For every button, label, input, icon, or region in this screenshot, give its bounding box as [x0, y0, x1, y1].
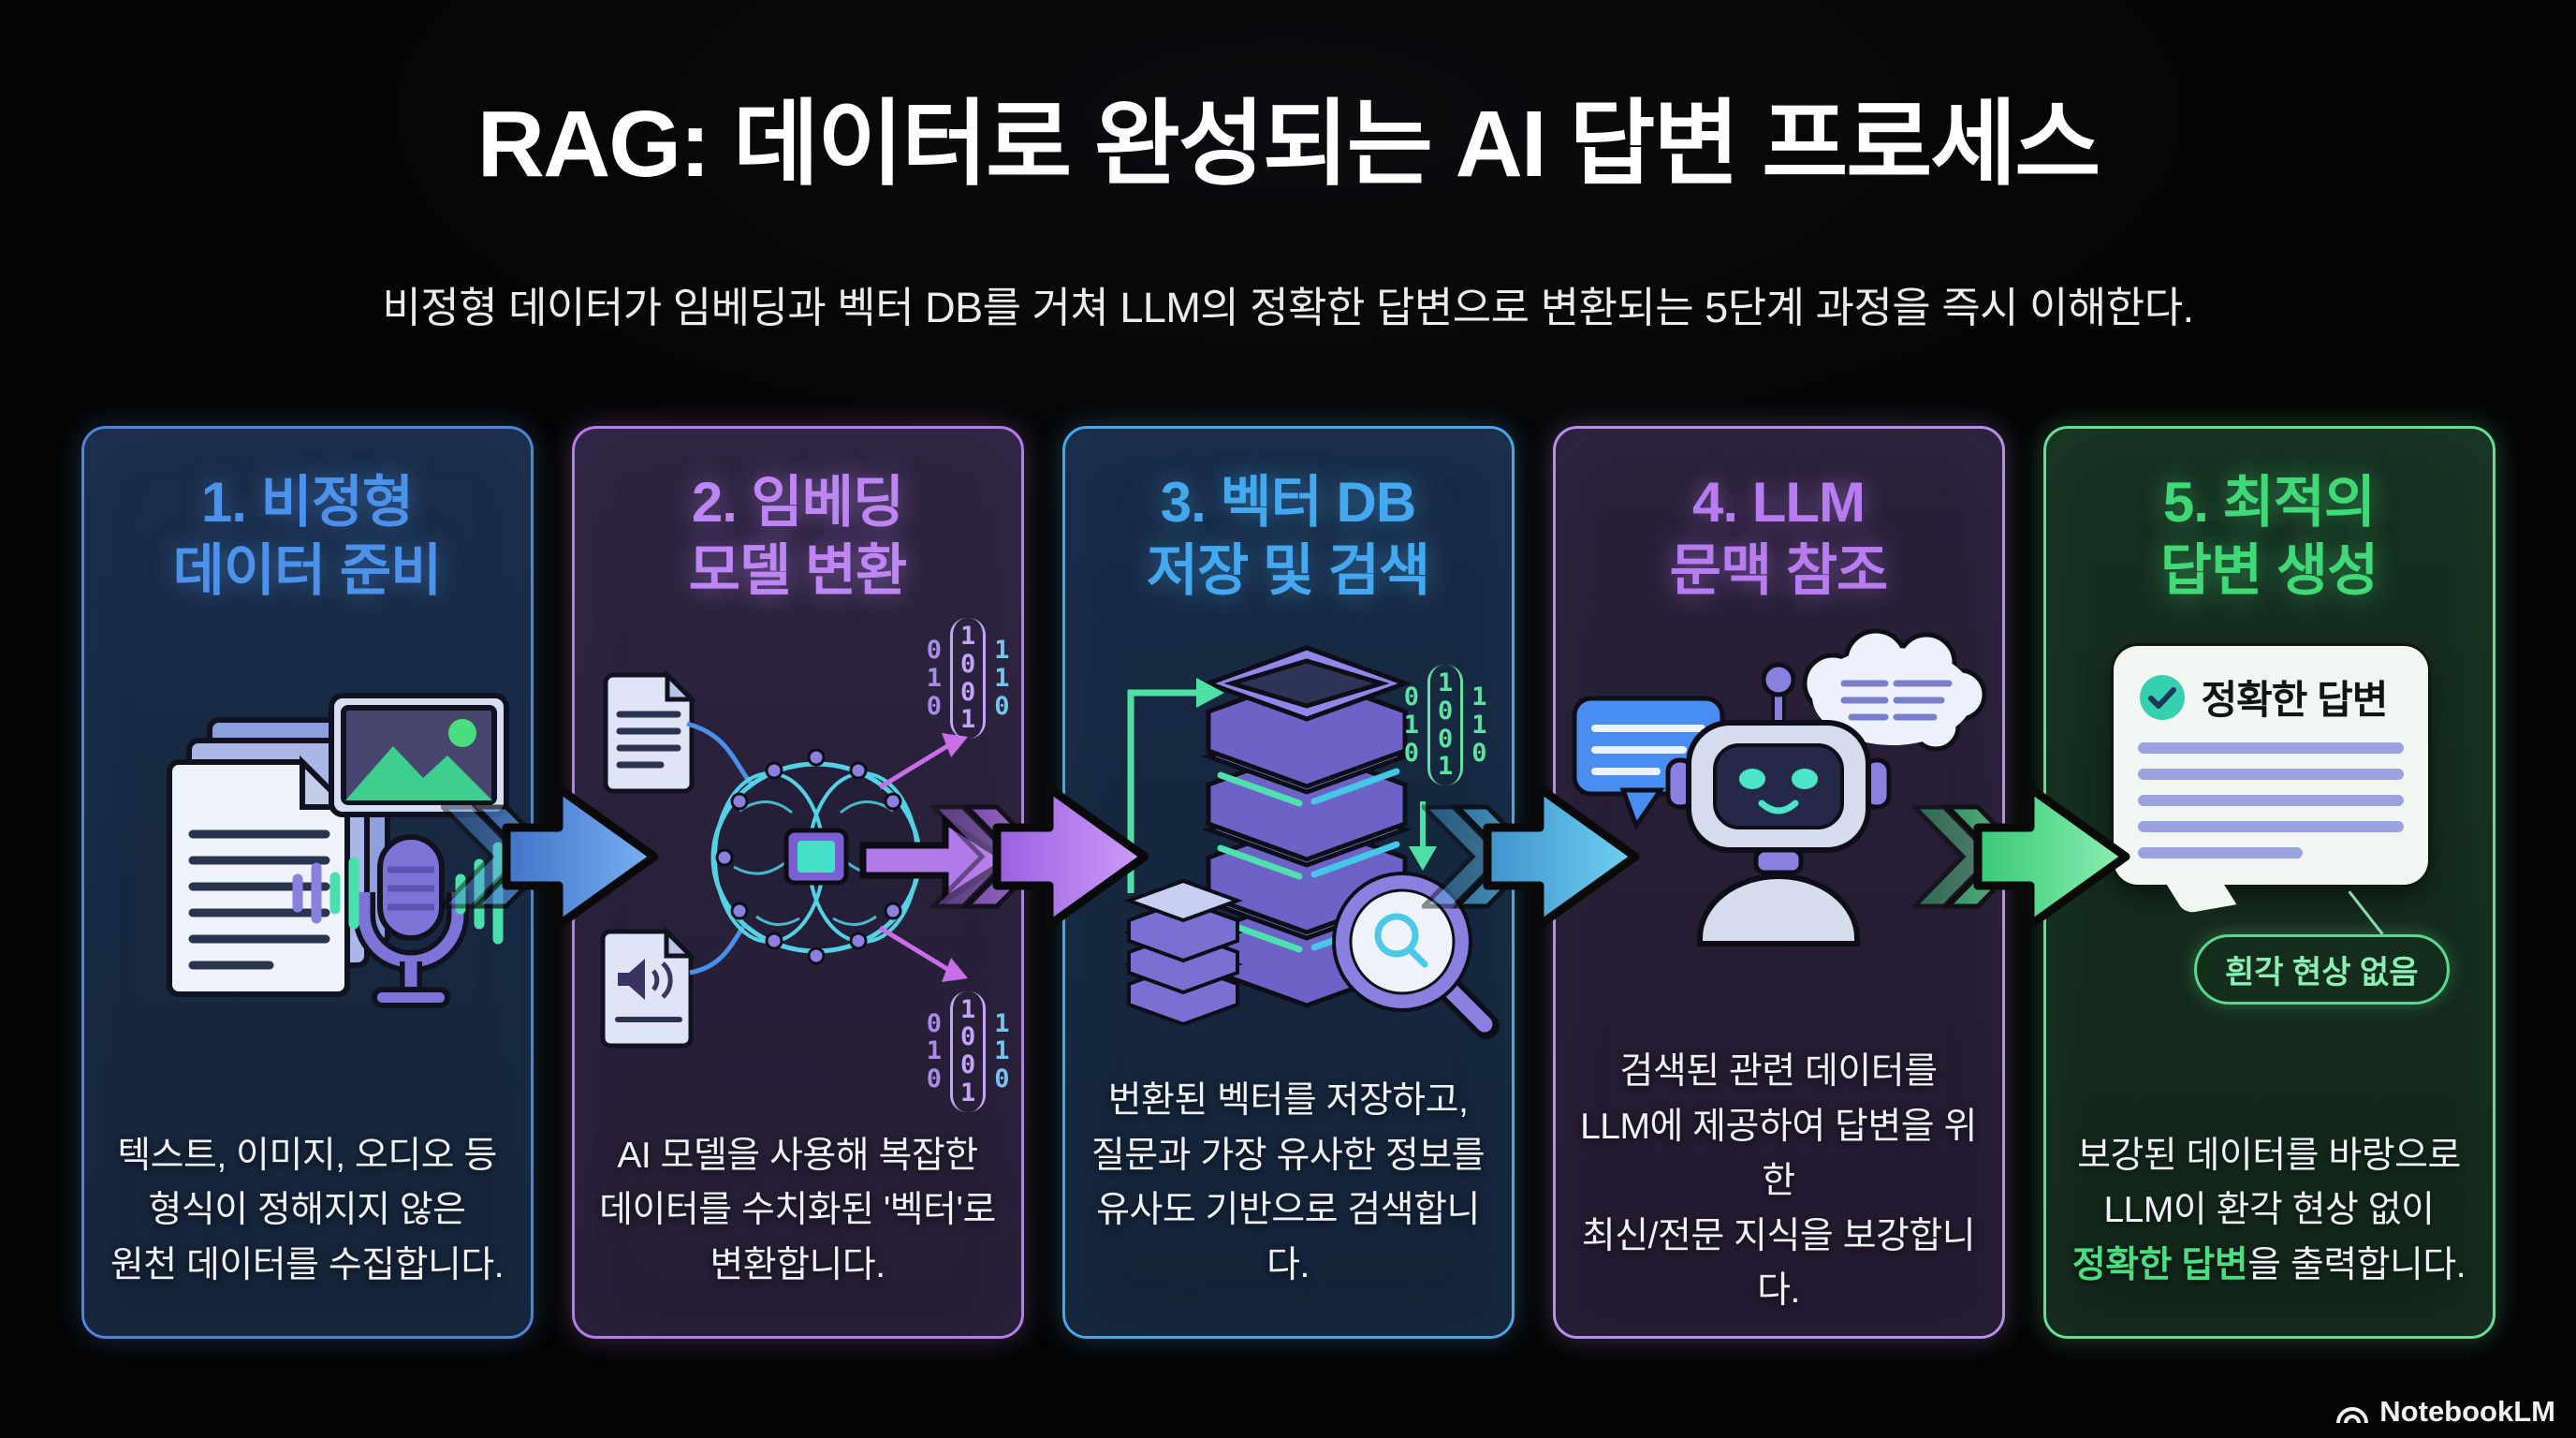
vector-matrix: 0 1 0 1 0 0 1 1 1 0 — [927, 618, 1010, 740]
vector-matrix: 0 1 0 1 0 0 1 1 1 0 — [1404, 665, 1487, 786]
answer-line — [2137, 821, 2404, 833]
card-body: 번환된 벡터를 저장하고, 질문과 가장 유사한 정보를 유사도 기반으로 검색… — [1090, 1080, 1486, 1285]
flow-arrow-icon — [1422, 784, 1640, 930]
check-icon — [2139, 674, 2185, 720]
microphone-icon — [352, 833, 469, 1008]
db-stack-small-icon — [1123, 878, 1243, 1026]
down-arrow-icon — [1408, 801, 1437, 872]
answer-bubble: 정확한 답변 — [2113, 646, 2428, 915]
thought-cloud-icon — [1802, 628, 1987, 791]
brain-circuit-icon — [600, 668, 1013, 1049]
card-icon-area: 0 1 0 1 0 0 1 1 1 0 0 1 0 1 0 0 1 1 1 0 — [575, 605, 1021, 1128]
text-lines — [188, 829, 329, 970]
vector-matrix: 0 1 0 1 0 0 1 1 1 0 — [927, 990, 1010, 1112]
card-icon-area — [1556, 605, 2002, 1045]
no-hallucination-pill: 흰각 현상 없음 — [2193, 934, 2450, 1005]
highlighted-phrase: 정확한 답변 — [2071, 1244, 2248, 1285]
answer-line — [2137, 847, 2303, 859]
flow-arrow-icon — [931, 784, 1149, 930]
robot-icon — [1572, 628, 1987, 947]
chip-icon — [783, 828, 849, 886]
card-icon-area: 0 1 0 1 0 0 1 1 1 0 — [1065, 605, 1512, 1074]
answer-line — [2137, 795, 2404, 807]
magnifier-icon — [1332, 871, 1500, 1039]
card-title: 4. LLM 문맥 참조 — [1669, 471, 1888, 603]
card-title: 2. 임베딩 모델 변환 — [688, 471, 907, 603]
elbow-arrow-icon — [1127, 689, 1198, 893]
card-step-3: 3. 벡터 DB 저장 및 검색 — [1061, 426, 1515, 1339]
card-step-4: 4. LLM 문맥 참조 — [1552, 426, 2005, 1339]
flow-arrow-icon — [1912, 784, 2130, 930]
card-icon-area: 정확한 답변 흰각 현상 없음 — [2046, 605, 2493, 1128]
notebooklm-logo-icon — [2336, 1407, 2369, 1424]
card-title: 5. 최적의 답변 생성 — [2159, 471, 2378, 603]
card-body: 보강된 데이터를 바랑으로 LLM이 환각 현상 없이 정확한 답변을 출력합니… — [2071, 1135, 2466, 1285]
unstructured-data-icon — [166, 692, 509, 1008]
card-title: 1. 비정형 데이터 준비 — [172, 471, 443, 603]
db-stack-icon — [1123, 645, 1500, 1039]
card-title: 3. 벡터 DB 저장 및 검색 — [1146, 471, 1430, 603]
card-body: 텍스트, 이미지, 오디오 등 형식이 정해지지 않은 원천 데이터를 수집합니… — [110, 1135, 505, 1285]
card-step-5: 5. 최적의 답변 생성 정확한 답변 — [2042, 426, 2496, 1339]
card-row: 1. 비정형 데이터 준비 — [0, 426, 2576, 1339]
pill-connector-line — [2347, 890, 2384, 936]
card-icon-area — [84, 605, 531, 1128]
answer-bubble-title: 정확한 답변 — [2201, 678, 2389, 723]
card-step-2: 2. 임베딩 모델 변환 — [571, 426, 1024, 1339]
page-title: RAG: 데이터로 완성되는 AI 답변 프로세스 — [476, 92, 2100, 197]
card-step-1: 1. 비정형 데이터 준비 — [80, 426, 534, 1339]
card-body: 검색된 관련 데이터를 LLM에 제공하여 답변을 위한 최신/전문 지식을 보… — [1580, 1051, 1977, 1312]
card-body: AI 모델을 사용해 복잡한 데이터를 수치화된 '벡터'로 변환합니다. — [599, 1135, 996, 1285]
footer-brand: NotebookLM — [2334, 1395, 2555, 1429]
answer-line — [2137, 742, 2404, 755]
circuit-nodes — [715, 748, 917, 965]
answer-line — [2137, 769, 2404, 781]
footer-brand-label: NotebookLM — [2379, 1395, 2555, 1428]
bubble-tail — [2159, 863, 2236, 915]
flow-arrow-icon — [441, 784, 659, 930]
page-subtitle: 비정형 데이터가 임베딩과 벡터 DB를 거쳐 LLM의 정확한 답변으로 변환… — [382, 284, 2194, 331]
